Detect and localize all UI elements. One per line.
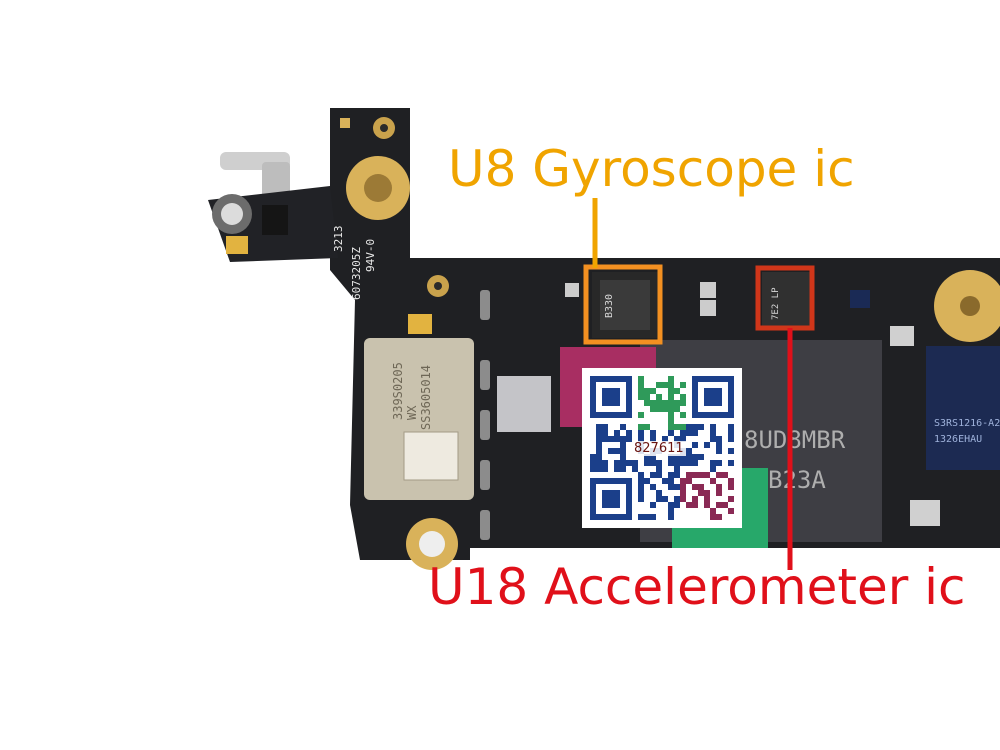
silkscreen-rev: 94V-0	[364, 239, 377, 272]
antenna-connector	[340, 117, 395, 139]
svg-text:8UD8MBR: 8UD8MBR	[744, 426, 846, 454]
svg-text:B330: B330	[604, 294, 615, 318]
svg-text:1326EHAU: 1326EHAU	[934, 434, 982, 445]
svg-text:B23A: B23A	[768, 466, 826, 494]
svg-text:339S0205: 339S0205	[391, 362, 405, 420]
silkscreen-number: 3213	[332, 226, 345, 253]
accelerometer-callout-label: U18 Accelerometer ic	[428, 558, 966, 616]
gold-pad	[226, 236, 248, 254]
svg-text:S3RS1216-A2: S3RS1216-A2	[934, 418, 1000, 429]
component	[700, 300, 716, 316]
svg-text:SS3605014: SS3605014	[419, 365, 433, 430]
component	[850, 290, 870, 308]
component	[262, 205, 288, 235]
accelerometer-highlight-box	[755, 265, 815, 331]
component	[910, 500, 940, 526]
gyroscope-callout-label: U8 Gyroscope ic	[448, 140, 855, 198]
component	[700, 282, 716, 298]
gyro-highlight-box	[583, 264, 663, 345]
qr-number: 827611	[632, 441, 686, 456]
svg-text:7E2 LP: 7E2 LP	[771, 287, 781, 320]
gold-pad	[408, 314, 432, 334]
soc-chip: S3RS1216-A2 1326EHAU	[926, 346, 1000, 470]
component	[565, 283, 579, 297]
gyro-chip: B330	[592, 272, 658, 338]
component	[497, 376, 551, 432]
svg-text:WX: WX	[405, 405, 419, 420]
mounting-hole	[346, 156, 410, 220]
component	[890, 326, 914, 346]
connector-pins	[480, 290, 490, 540]
wifi-module: 339S0205 WX SS3605014	[364, 338, 474, 500]
mounting-hole	[406, 518, 458, 570]
silkscreen-serial: 6073205Z	[350, 247, 363, 300]
accelerometer-chip: 7E2 LP	[762, 272, 810, 326]
antenna-connector	[427, 275, 449, 297]
qr-finder-patterns	[590, 376, 734, 520]
mounting-hole	[934, 270, 1000, 342]
qr-modules	[590, 376, 734, 520]
mounting-hole	[212, 194, 252, 234]
